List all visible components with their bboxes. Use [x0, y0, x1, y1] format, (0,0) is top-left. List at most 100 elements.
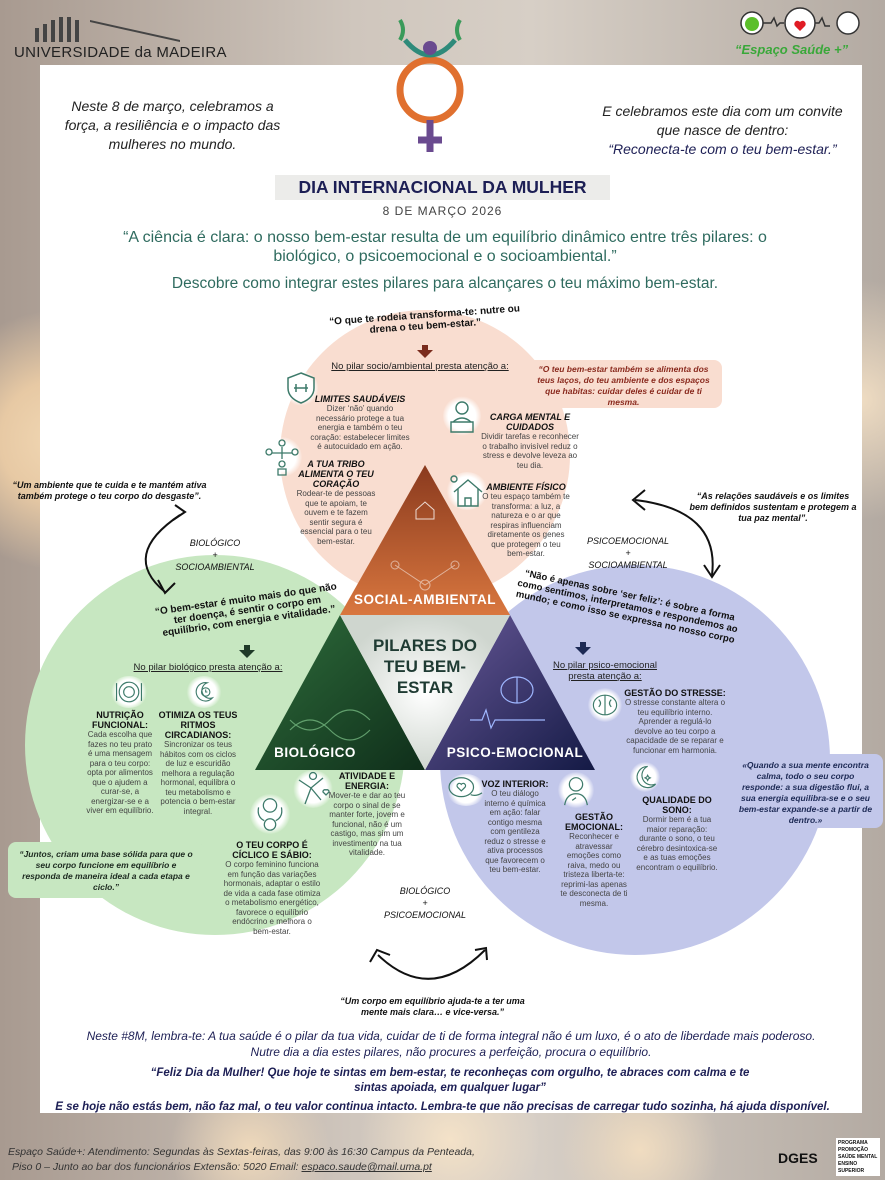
email-link[interactable]: espaco.saude@mail.uma.pt: [301, 1161, 432, 1173]
psico-item: QUALIDADE DO SONO:Dormir bem é a tua mai…: [636, 795, 718, 872]
programa-logo: PROGRAMA PROMOÇÃO SAÚDE MENTAL ENSINO SU…: [836, 1138, 880, 1176]
label-line: PSICOEMOCIONAL: [383, 910, 466, 920]
shield-icon: [284, 370, 318, 406]
intro-left: Neste 8 de março, celebramos a força, a …: [64, 98, 281, 152]
bottom-connection-quote: “Um corpo em equilíbrio ajuda-te a ter u…: [340, 996, 525, 1017]
label-line: SOCIOAMBIENTAL: [588, 560, 668, 570]
espaco-saude-logo-icons: [740, 7, 860, 39]
social-circle: [280, 310, 570, 600]
university-name: UNIVERSIDADE da MADEIRA: [14, 44, 227, 61]
psico-item: VOZ INTERIOR:O teu diálogo interno é quí…: [480, 779, 550, 875]
subtitle: Descobre como integrar estes pilares par…: [171, 275, 719, 292]
psico-item-title: GESTÃO DO STRESSE:: [624, 688, 726, 698]
house-sun-icon: [446, 472, 488, 510]
university-logo-icon: [35, 17, 180, 42]
label-line: +: [422, 898, 428, 908]
woman-hand-heart-icon: [558, 772, 594, 808]
label-line: BIOLÓGICO: [189, 538, 241, 548]
social-item-text: Dividir tarefas e reconhecer o trabalho …: [481, 432, 579, 470]
social-item-title: CARGA MENTAL E CUIDADOS: [489, 412, 571, 432]
bio-item-title: O TEU CORPO É CÍCLICO E SÁBIO:: [232, 840, 312, 860]
active-person-icon: [293, 770, 333, 808]
social-prompt: No pilar socio/ambiental presta atenção …: [331, 361, 509, 372]
social-triangle: [340, 465, 510, 615]
psico-pillar-label: PSICO-EMOCIONAL: [446, 745, 584, 760]
event-date: 8 DE MARÇO 2026: [382, 204, 503, 218]
plate-leaf-icon: [110, 676, 148, 708]
left-cycle-arrow: [144, 514, 181, 593]
bio-item-title: OTIMIZA OS TEUS RITMOS CIRCADIANOS:: [158, 710, 238, 740]
psico-item-text: Dormir bem é a tua maior reparação: dura…: [636, 815, 718, 872]
social-item-text: O teu espaço também te transforma: a luz…: [482, 492, 570, 558]
right-cycle-arrow: [634, 499, 714, 576]
bio-item-text: O corpo feminino funciona em função das …: [223, 860, 321, 936]
bio-circle: [25, 555, 405, 935]
psico-item-title: VOZ INTERIOR:: [481, 779, 549, 789]
right-connection-label: PSICOEMOCIONAL + SOCIOAMBIENTAL: [574, 535, 682, 571]
left-connection-quote: “Um ambiente que te cuida e te mantém at…: [12, 480, 207, 501]
woman-carrying-icon: [443, 396, 481, 436]
label-line: BIOLÓGICO: [399, 886, 451, 896]
label-line: +: [625, 548, 631, 558]
speech-heart-icon: [446, 774, 486, 806]
bottom-connection-label: BIOLÓGICO + PSICOEMOCIONAL: [375, 885, 475, 921]
moon-clock-icon: [186, 676, 222, 708]
label-line: SOCIOAMBIENTAL: [175, 562, 255, 572]
psico-arrow-down-icon: [575, 642, 591, 655]
intro-right: E celebramos este dia com um convite que…: [590, 102, 855, 159]
social-item-title: A TUA TRIBO ALIMENTA O TEU CORAÇÃO: [298, 459, 374, 489]
brain-icon: [470, 676, 545, 730]
bio-item: NUTRIÇÃO FUNCIONAL:Cada escolha que faze…: [86, 710, 154, 816]
footer-location: Piso 0 – Junto ao bar dos funcionários E…: [12, 1161, 302, 1173]
social-item-text: Rodear-te de pessoas que te apoiam, te o…: [296, 489, 376, 546]
bio-triangle: [255, 615, 425, 770]
bio-pillar-label: BIOLÓGICO: [274, 745, 356, 760]
label-line: PSICOEMOCIONAL: [586, 536, 669, 546]
brain-outline-icon: [588, 688, 622, 722]
network-icon: [390, 560, 460, 591]
bio-quote-box-bg: [8, 842, 204, 898]
closing-line: Neste #8M, lembra-te: A tua saúde é o pi…: [86, 1029, 816, 1043]
psico-circle: [440, 565, 830, 955]
social-pillar-label: SOCIAL-AMBIENTAL: [354, 592, 496, 607]
social-item-title: LIMITES SAUDÁVEIS: [314, 394, 406, 404]
psico-item-text: O teu diálogo interno é química em ação:…: [484, 789, 546, 874]
house-icon: [415, 501, 435, 520]
woman-cycle-icon: [250, 794, 290, 834]
closing-line: Nutre dia a dia estes pilares, não procu…: [250, 1045, 652, 1059]
intro-right-quote: “Reconecta-te com o teu bem-estar.”: [608, 141, 837, 157]
psico-item: GESTÃO EMOCIONAL:Reconhecer e atravessar…: [558, 812, 630, 908]
intro-right-text: E celebramos este dia com um convite que…: [602, 103, 843, 138]
social-item-text: Dizer ‘não’ quando necessário protege a …: [310, 404, 410, 451]
espaco-saude-logo-text: “Espaço Saúde +”: [735, 42, 849, 57]
bio-item-text: Cada escolha que fazes no teu prato é um…: [86, 730, 154, 815]
right-connection-quote: “As relações saudáveis e os limites bem …: [689, 491, 857, 523]
closing-message: Neste #8M, lembra-te: A tua saúde é o pi…: [45, 1028, 857, 1060]
pillars-title: PILARES DO TEU BEM-ESTAR: [373, 636, 477, 697]
psico-item-text: O stresse constante altera o teu equilíb…: [624, 698, 726, 755]
psico-item-text: Reconhecer e atravessar emoções como rai…: [560, 832, 628, 908]
dges-logo: DGES: [778, 1150, 818, 1166]
bottom-cycle-arrow: [377, 949, 486, 980]
moon-stars-icon: [630, 762, 660, 792]
bio-item-title: NUTRIÇÃO FUNCIONAL:: [92, 710, 148, 730]
social-arrow-down-icon: [417, 345, 433, 358]
social-quote-box-bg: [525, 360, 722, 408]
psico-item-title: QUALIDADE DO SONO:: [642, 795, 712, 815]
social-quote-box: “O teu bem-estar também se alimenta dos …: [537, 364, 710, 407]
bio-item-title: ATIVIDADE E ENERGIA:: [338, 771, 396, 791]
bio-item: ATIVIDADE E ENERGIA:Mover-te e dar ao te…: [326, 771, 408, 858]
psico-quote-box: «Quando a sua mente encontra calma, todo…: [738, 760, 873, 825]
help-message: E se hoje não estás bem, não faz mal, o …: [55, 1101, 830, 1113]
womens-day-wish: “Feliz Dia da Mulher! Que hoje te sintas…: [150, 1067, 750, 1094]
psico-item: GESTÃO DO STRESSE:O stresse constante al…: [624, 688, 726, 755]
center-triangle: [340, 615, 510, 770]
bio-prompt: No pilar biológico presta atenção a:: [133, 662, 283, 673]
footer-hours: Espaço Saúde+: Atendimento: Segundas às …: [8, 1146, 475, 1158]
page-title: DIA INTERNACIONAL DA MULHER: [275, 175, 610, 200]
